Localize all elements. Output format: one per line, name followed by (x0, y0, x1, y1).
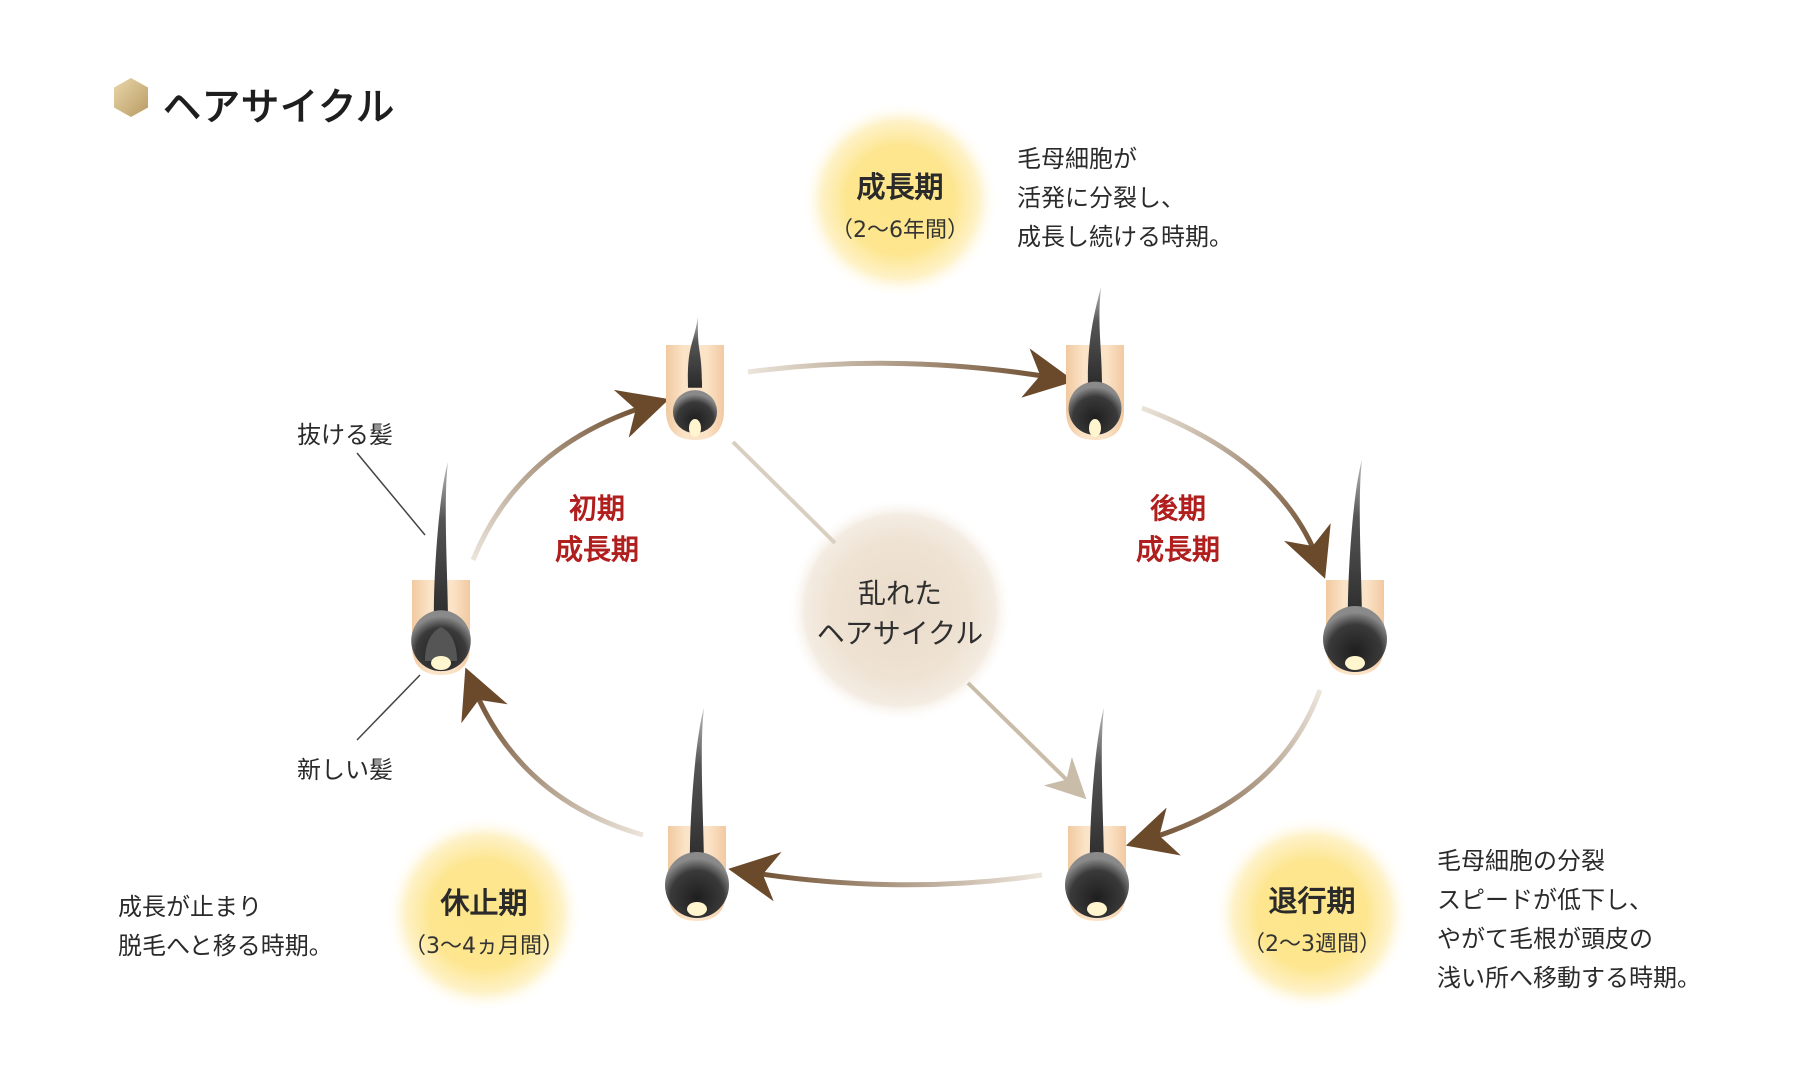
desc-line: やがて毛根が頭皮の (1437, 925, 1653, 953)
arrow-icon (1141, 405, 1331, 579)
center-arrow (966, 681, 1087, 800)
hexagon-icon (114, 78, 148, 117)
center-line: ヘアサイクル (816, 617, 984, 650)
arrow-icon (747, 348, 1075, 398)
hair-follicle-icon (1066, 287, 1124, 440)
center-label: 乱れた ヘアサイクル (800, 574, 1000, 654)
desc-line: 活発に分裂し、 (1017, 184, 1185, 212)
catagen-glow (1214, 816, 1410, 1012)
catagen-name: 退行期 (1268, 884, 1356, 918)
telogen-duration: （3〜4ヵ月間） (404, 934, 564, 959)
desc-line: 浅い所へ移動する時期。 (1437, 964, 1701, 992)
new-hair-pointer (356, 674, 421, 741)
anagen-name: 成長期 (856, 170, 944, 204)
catagen-duration: （2〜3週間） (1243, 932, 1381, 957)
center-line: 乱れた (857, 577, 942, 610)
falling-hair-label: 抜ける髪 (297, 421, 393, 449)
arrow-icon (470, 389, 670, 561)
hair-follicle-icon (411, 462, 471, 675)
arrow-icon (461, 667, 644, 838)
center-glow (788, 498, 1012, 722)
hair-follicle-icon (666, 317, 724, 440)
desc-line: 成長が止まり (118, 893, 262, 921)
stage-line: 後期 (1149, 492, 1206, 525)
desc-line: 成長し続ける時期。 (1017, 223, 1233, 251)
hair-follicle-icon (665, 708, 729, 921)
early-anagen-label: 初期 成長期 (532, 488, 662, 570)
new-hair-label: 新しい髪 (297, 756, 393, 784)
desc-line: 毛母細胞の分裂 (1437, 847, 1605, 875)
stage-line: 成長期 (554, 533, 639, 566)
telogen-glow (386, 816, 582, 1012)
stage-line: 初期 (568, 492, 625, 525)
hair-follicle-icon (1323, 460, 1387, 675)
anagen-duration: （2〜6年間） (831, 218, 969, 243)
hair-follicle-icon (1065, 708, 1129, 921)
desc-line: 脱毛へと移る時期。 (118, 932, 333, 960)
desc-line: 毛母細胞が (1017, 145, 1137, 173)
catagen-description: 毛母細胞の分裂 スピードが低下し、 やがて毛根が頭皮の 浅い所へ移動する時期。 (1437, 842, 1701, 998)
falling-hair-pointer (356, 452, 426, 536)
arrow-icon (1125, 689, 1323, 856)
desc-line: スピードが低下し、 (1437, 886, 1653, 914)
telogen-name: 休止期 (440, 886, 528, 920)
page-title: ヘアサイクル (163, 85, 396, 129)
late-anagen-label: 後期 成長期 (1113, 488, 1243, 570)
arrow-icon (728, 851, 1043, 902)
telogen-description: 成長が止まり 脱毛へと移る時期。 (118, 888, 333, 966)
center-link-line (731, 440, 837, 545)
anagen-description: 毛母細胞が 活発に分裂し、 成長し続ける時期。 (1017, 140, 1233, 257)
stage-line: 成長期 (1135, 533, 1220, 566)
anagen-glow (802, 102, 998, 298)
